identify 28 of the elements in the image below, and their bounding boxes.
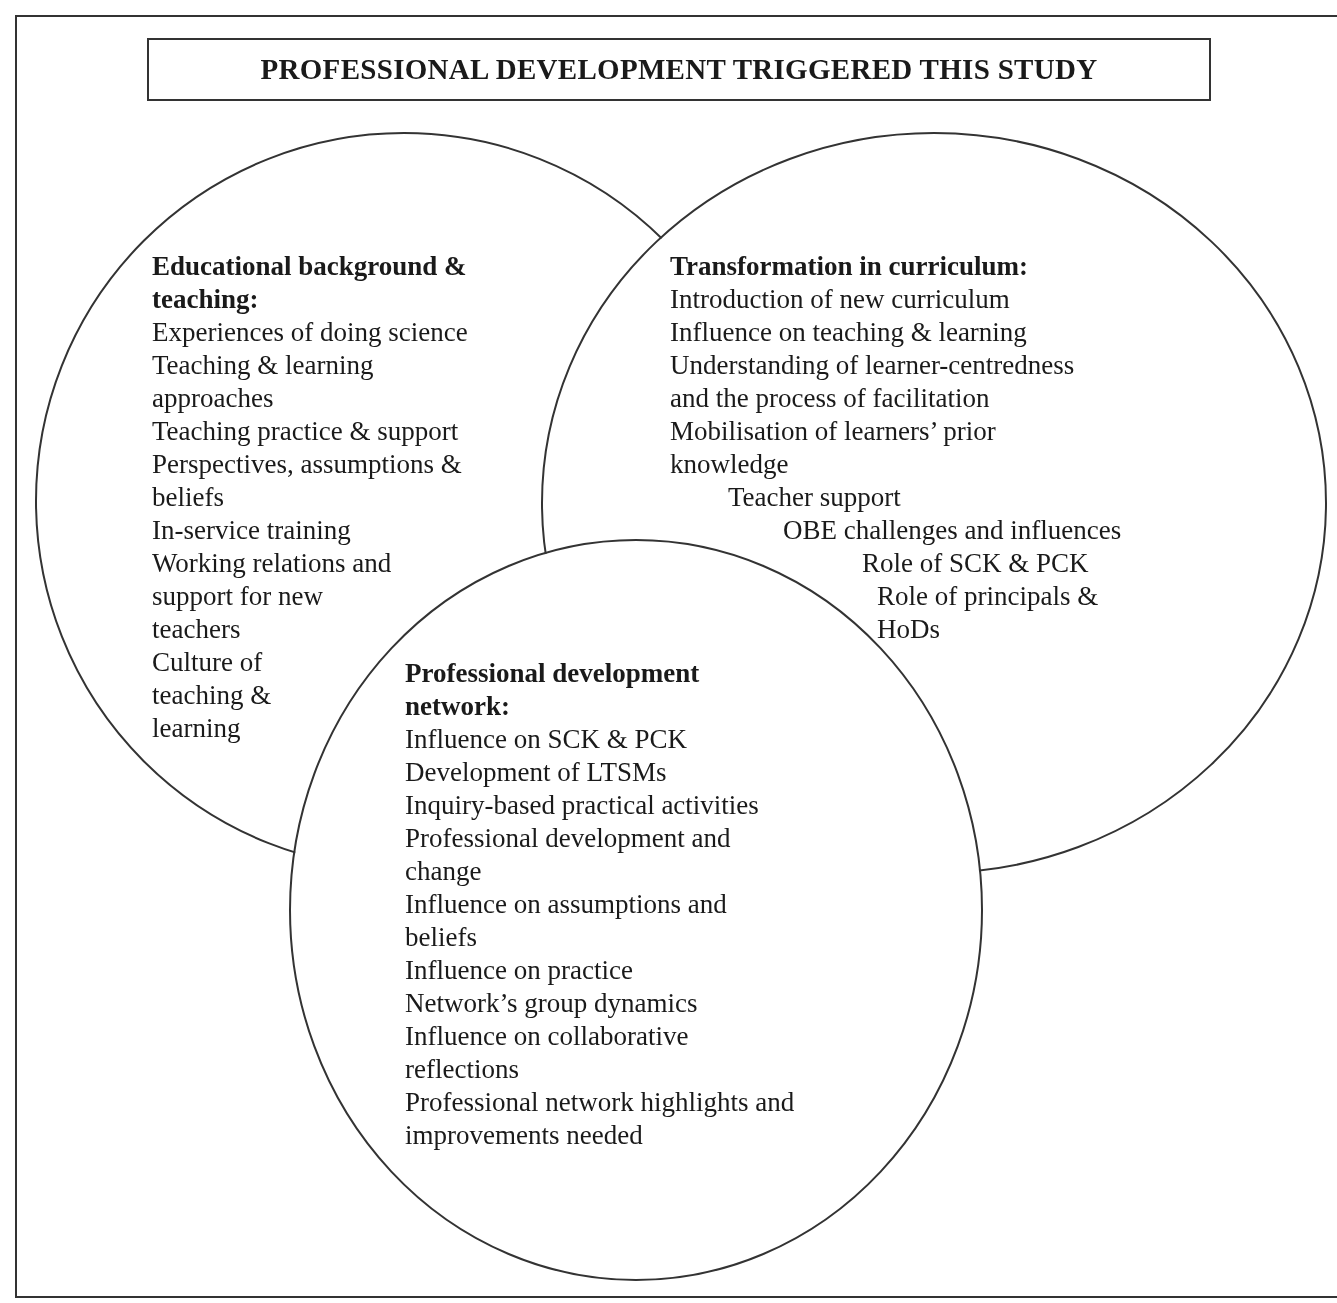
circle-heading: Professional development network: (405, 657, 701, 723)
topic-item: Professional development and change (405, 822, 732, 888)
topic-item: Influence on practice (405, 954, 634, 987)
topic-item: Mobilisation of learners’ prior knowledge (670, 415, 997, 481)
topic-item: Inquiry-based practical activities (405, 789, 760, 822)
topic-item: Influence on assumptions and beliefs (405, 888, 728, 954)
topic-item: Teacher support (728, 481, 902, 514)
circle-heading: Educational background & teaching: (152, 250, 468, 316)
topic-item: Network’s group dynamics (405, 987, 699, 1020)
topic-item: In-service training (152, 514, 352, 547)
topic-item: Role of SCK & PCK (862, 547, 1090, 580)
topic-item: Role of principals & HoDs (877, 580, 1100, 646)
topic-item: Understanding of learner-centredness and the process of facilitation (670, 349, 1076, 415)
title-box: PROFESSIONAL DEVELOPMENT TRIGGERED THIS STUDY (147, 38, 1211, 101)
topic-item: Introduction of new curriculum (670, 283, 1011, 316)
topic-item: Perspectives, assumptions & beliefs (152, 448, 463, 514)
topic-item: Influence on SCK & PCK (405, 723, 688, 756)
topic-item: Working relations and support for new teachers (152, 547, 393, 646)
topic-item: Culture of teaching & learning (152, 646, 273, 745)
topic-item: OBE challenges and influences (783, 514, 1123, 547)
topic-item: Teaching practice & support (152, 415, 460, 448)
topic-item: Teaching & learning approaches (152, 349, 375, 415)
topic-item: Influence on collaborative reflections (405, 1020, 690, 1086)
topic-item: Experiences of doing science (152, 316, 469, 349)
topic-item: Professional network highlights and improvements needed (405, 1086, 796, 1152)
topic-item: Influence on teaching & learning (670, 316, 1028, 349)
circle-heading: Transformation in curriculum: (670, 250, 1029, 283)
topic-item: Development of LTSMs (405, 756, 668, 789)
